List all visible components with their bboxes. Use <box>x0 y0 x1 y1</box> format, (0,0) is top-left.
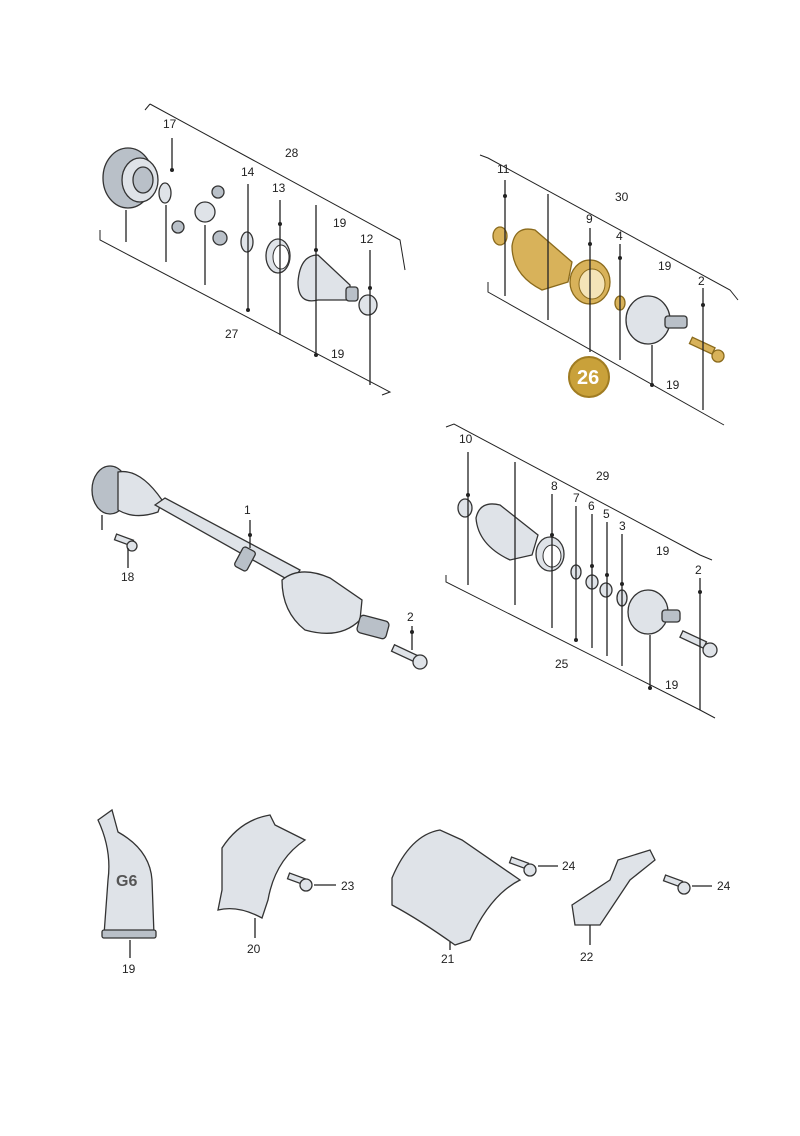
callout-14: 14 <box>241 165 255 179</box>
highlighted-boot-part <box>511 228 573 291</box>
outer-joint-part <box>625 295 688 345</box>
bracket-22-part: 22 24 <box>571 849 731 964</box>
callout-22: 22 <box>580 950 594 964</box>
callout-20: 20 <box>247 942 261 956</box>
callout-29: 29 <box>596 469 610 483</box>
heat-shield-20-part: 20 23 <box>217 814 355 956</box>
callout-18: 18 <box>121 570 135 584</box>
bolt-24-part <box>508 856 537 877</box>
callout-6: 6 <box>588 499 595 513</box>
callout-9: 9 <box>586 212 593 226</box>
callout-19: 19 <box>122 962 136 976</box>
callout-19: 19 <box>665 678 679 692</box>
callout-5: 5 <box>603 507 610 521</box>
callout-27: 27 <box>225 327 239 341</box>
callout-17: 17 <box>163 117 177 131</box>
shaft-outer-boot-part <box>281 571 363 634</box>
callout-1: 1 <box>244 503 251 517</box>
callout-2: 2 <box>407 610 414 624</box>
callout-8: 8 <box>551 479 558 493</box>
outer-joint-part-29 <box>627 589 681 635</box>
callout-30: 30 <box>615 190 629 204</box>
group-inner-joint-kit: 17 28 14 13 19 12 27 19 <box>99 103 406 396</box>
callout-24: 24 <box>562 859 576 873</box>
highlighted-bolt-part <box>688 336 725 363</box>
callout-2: 2 <box>695 563 702 577</box>
group-outer-joint-kit: 10 29 8 7 6 5 3 19 2 25 19 <box>445 423 718 719</box>
highlight-badge-26[interactable]: 26 <box>568 356 610 398</box>
group-outer-boot-kit: 11 30 9 4 19 2 19 26 <box>479 154 739 426</box>
callout-19: 19 <box>333 216 347 230</box>
bolt-part-29 <box>679 630 718 658</box>
o-ring-part <box>240 231 254 253</box>
clamp-10-part <box>457 498 473 518</box>
bolt-2-part <box>390 643 428 670</box>
bolt-18-part <box>113 533 138 552</box>
circlip-part <box>158 182 172 204</box>
grease-tube-part: G6 19 <box>97 808 157 976</box>
tripod-part <box>171 185 228 246</box>
small-clamp-part <box>358 294 378 316</box>
callout-21: 21 <box>441 952 455 966</box>
callout-3: 3 <box>619 519 626 533</box>
boot-part-29 <box>475 503 539 561</box>
boot-part <box>297 254 359 302</box>
callout-19: 19 <box>666 378 680 392</box>
bolt-23-part <box>286 872 313 892</box>
callout-28: 28 <box>285 146 299 160</box>
callout-25: 25 <box>555 657 569 671</box>
callout-7: 7 <box>573 491 580 505</box>
badge-26-label: 26 <box>577 367 599 389</box>
bolt-24b-part <box>662 874 691 895</box>
flange-part <box>102 147 159 209</box>
callout-4: 4 <box>616 229 623 243</box>
callout-13: 13 <box>272 181 286 195</box>
callout-24: 24 <box>717 879 731 893</box>
callout-19: 19 <box>658 259 672 273</box>
highlighted-clamp-part <box>492 226 508 246</box>
grease-tube-label: G6 <box>116 873 137 890</box>
callout-11: 11 <box>497 162 510 176</box>
group-drive-shaft: 1 18 2 <box>91 465 428 670</box>
shaft-inner-boot-part <box>117 470 163 517</box>
callout-19: 19 <box>656 544 670 558</box>
callout-19: 19 <box>331 347 345 361</box>
callout-2: 2 <box>698 274 705 288</box>
shaft-tube-part <box>153 497 301 583</box>
callout-12: 12 <box>360 232 374 246</box>
heat-shield-21-part: 21 24 <box>391 829 576 966</box>
callout-10: 10 <box>459 432 473 446</box>
ring-5-part <box>599 582 613 598</box>
callout-23: 23 <box>341 879 355 893</box>
